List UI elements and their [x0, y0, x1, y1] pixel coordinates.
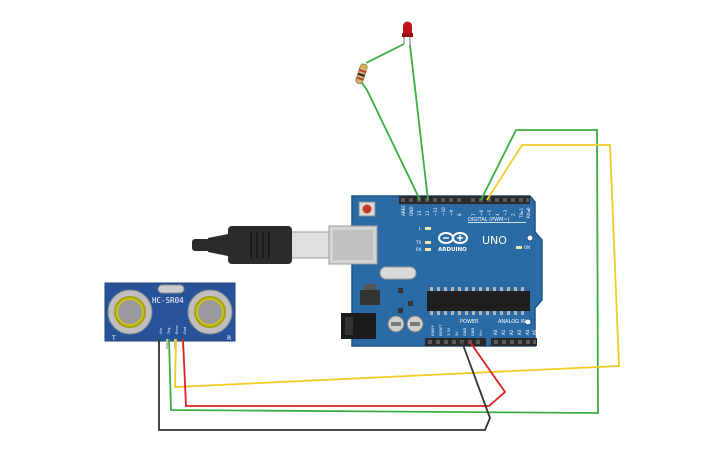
wire-yellow-trig[interactable]: [174, 144, 620, 388]
usb-plug-neck: [290, 231, 330, 259]
pin-label-gnd: GND: [409, 206, 414, 216]
mount-hole: [526, 234, 534, 242]
sensor-pin-label-trig: Trig: [167, 328, 171, 335]
wire-green-led-anode[interactable]: [409, 44, 429, 201]
pin-label-8: 8: [457, 213, 462, 216]
wire-green-resistor-lead-top[interactable]: [365, 43, 405, 64]
capacitor: [387, 315, 405, 333]
pin-label-4: 4: [495, 213, 500, 216]
pin-label-reset: RESET: [439, 324, 443, 336]
led-l: [425, 227, 431, 230]
digital-header: [399, 196, 530, 204]
digital-label-underline: [468, 222, 526, 223]
pin-label-ioref: IOREF: [431, 325, 435, 336]
crystal-oscillator: [379, 266, 417, 280]
pin-label-3: ~3: [503, 209, 508, 216]
pin-label-9: ~9: [449, 209, 454, 216]
pin-label-gnd-1: GND: [463, 328, 467, 336]
pin-label-5v: 5V: [455, 331, 459, 336]
digital-label: DIGITAL (PWM~): [468, 217, 510, 223]
sensor-mark-r: R: [227, 335, 231, 342]
digital-pin-holes: [401, 198, 529, 202]
sensor-model-label: HC-SR04: [152, 296, 184, 305]
led-rx: [425, 248, 431, 251]
regulator-tab: [364, 284, 376, 290]
pin-label-gnd-2: GND: [471, 328, 475, 336]
pin-label-a4: A4: [525, 329, 530, 335]
led-on: [516, 246, 522, 249]
pin-label-13: 13: [417, 210, 422, 216]
pin-label-12: 12: [425, 210, 430, 216]
sensor-pin-label-gnd: Gnd: [183, 327, 187, 334]
led-tx: [425, 241, 431, 244]
led-l-label: L: [419, 226, 422, 231]
wire-black-gnd[interactable]: [158, 339, 491, 431]
smd-component: [398, 288, 403, 293]
pin-label-2: 2: [511, 213, 516, 216]
usb-cord: [192, 239, 210, 251]
sensor-crystal: [157, 284, 185, 294]
pin-label-aref: AREF: [401, 205, 406, 216]
usb-metal-inner: [333, 230, 373, 260]
power-jack-slot: [345, 317, 353, 335]
pin-label-a2: A2: [509, 329, 514, 335]
led-rx-label: RX: [416, 247, 422, 252]
power-label: POWER: [460, 319, 479, 325]
pin-label-6: ~6: [479, 209, 484, 216]
analog-label: ANALOG IN: [498, 319, 526, 325]
usb-strain-relief: [208, 234, 228, 256]
pin-label-3v3: 3.3V: [447, 327, 451, 336]
sensor-mark-t: T: [111, 335, 116, 342]
arduino-uno-board[interactable]: AREF GND 13 12 ~11 ~10 ~9 8 7 ~6 ~5 4 ~3…: [341, 195, 543, 347]
pin-label-a5: A5: [532, 329, 537, 335]
hc-sr04-sensor[interactable]: HC-SR04 T R Vcc Trig Echo Gnd: [104, 282, 236, 349]
pin-label-a3: A3: [517, 329, 522, 335]
capacitor: [406, 315, 424, 333]
smd-component: [408, 301, 413, 306]
wire-green-resistor-gnd[interactable]: [361, 82, 421, 201]
atmega-chip: [427, 291, 530, 311]
usb-plug-body: [228, 226, 292, 264]
brand-label: ARDUINO: [438, 247, 467, 253]
chip-pins: [430, 287, 524, 315]
mount-hole: [524, 318, 532, 326]
resistor[interactable]: [355, 63, 368, 85]
usb-cable[interactable]: [192, 225, 378, 265]
voltage-regulator: [360, 290, 380, 305]
wire-red-vcc[interactable]: [182, 338, 507, 407]
pin-label-10: ~10: [441, 207, 446, 216]
pin-label-a1: A1: [501, 329, 506, 335]
pin-label-a0: A0: [493, 329, 498, 335]
smd-component: [398, 308, 403, 313]
red-led[interactable]: [402, 21, 413, 47]
transmitter-core: [118, 300, 142, 324]
analog-pin-holes: [494, 340, 536, 344]
sensor-pin-label-echo: Echo: [175, 325, 179, 334]
pin-label-11: ~11: [433, 207, 438, 216]
pin-label-5: ~5: [487, 209, 492, 216]
receiver-core: [198, 300, 222, 324]
led-tx-label: TX: [415, 240, 421, 245]
usb-grip: [250, 232, 270, 258]
model-label: UNO: [482, 234, 507, 247]
pin-label-0: RX◂0: [526, 207, 531, 218]
infinity-icon: [438, 232, 468, 244]
sensor-pin-label-vcc: Vcc: [159, 328, 163, 334]
pin-label-7: 7: [471, 213, 476, 216]
pin-label-vin: Vin: [479, 330, 483, 336]
reset-button-icon[interactable]: [362, 204, 372, 214]
pin-label-1: TX▸1: [519, 207, 524, 219]
led-on-label: ON: [524, 245, 530, 250]
wire-green-echo[interactable]: [168, 129, 599, 414]
